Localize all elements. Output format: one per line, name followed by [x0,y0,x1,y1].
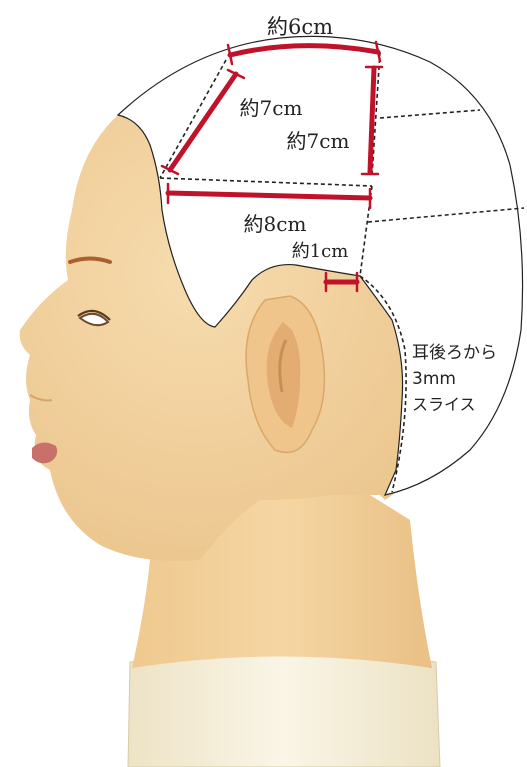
label-near-ear: 約1cm [292,241,349,262]
label-horizontal: 約8cm [244,212,307,236]
label-note-line3: スライス [412,395,476,414]
label-top: 約6cm [267,15,333,39]
label-note-line2: 3mm [412,369,456,389]
label-note-line1: 耳後ろから [412,343,497,363]
label-back-vertical: 約7cm [287,129,350,153]
label-front-diagonal: 約7cm [240,96,303,120]
mannequin-stand [128,651,440,767]
